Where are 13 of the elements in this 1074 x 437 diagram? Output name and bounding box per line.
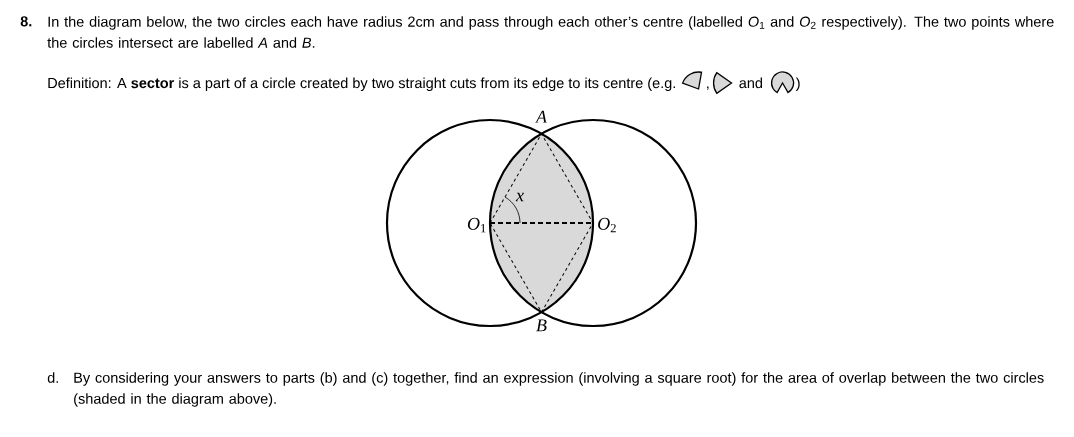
definition-text: Definition: A sector is a part of a circle created by two straight cuts from its edge to its centre (e.g. (48, 77, 675, 91)
and-text: and (739, 77, 762, 89)
point-label: B (536, 319, 547, 332)
angle-label: x (515, 192, 524, 202)
question-text: By considering your answers to parts (b) and (c) together, find an expression (involving a square root) for the area of overlap between the two circles (shaded in the diagram above). (74, 372, 1044, 407)
question-number: 8. (20, 16, 32, 27)
bracket-text: ) (795, 77, 800, 91)
comma-text: , (707, 86, 709, 90)
point-label: O$_{1}$ (467, 217, 486, 233)
part-label: d. (47, 372, 58, 383)
question-text: In the diagram below, the two circles each have radius 2cm and pass through each other’s centre (labelled O$_{1}$ and O$_{2}$ respectively). The two points where the circles intersect are labelled A and B. (47, 16, 1054, 48)
point-label: O$_{2}$ (598, 217, 616, 233)
point-label: A (535, 110, 548, 123)
